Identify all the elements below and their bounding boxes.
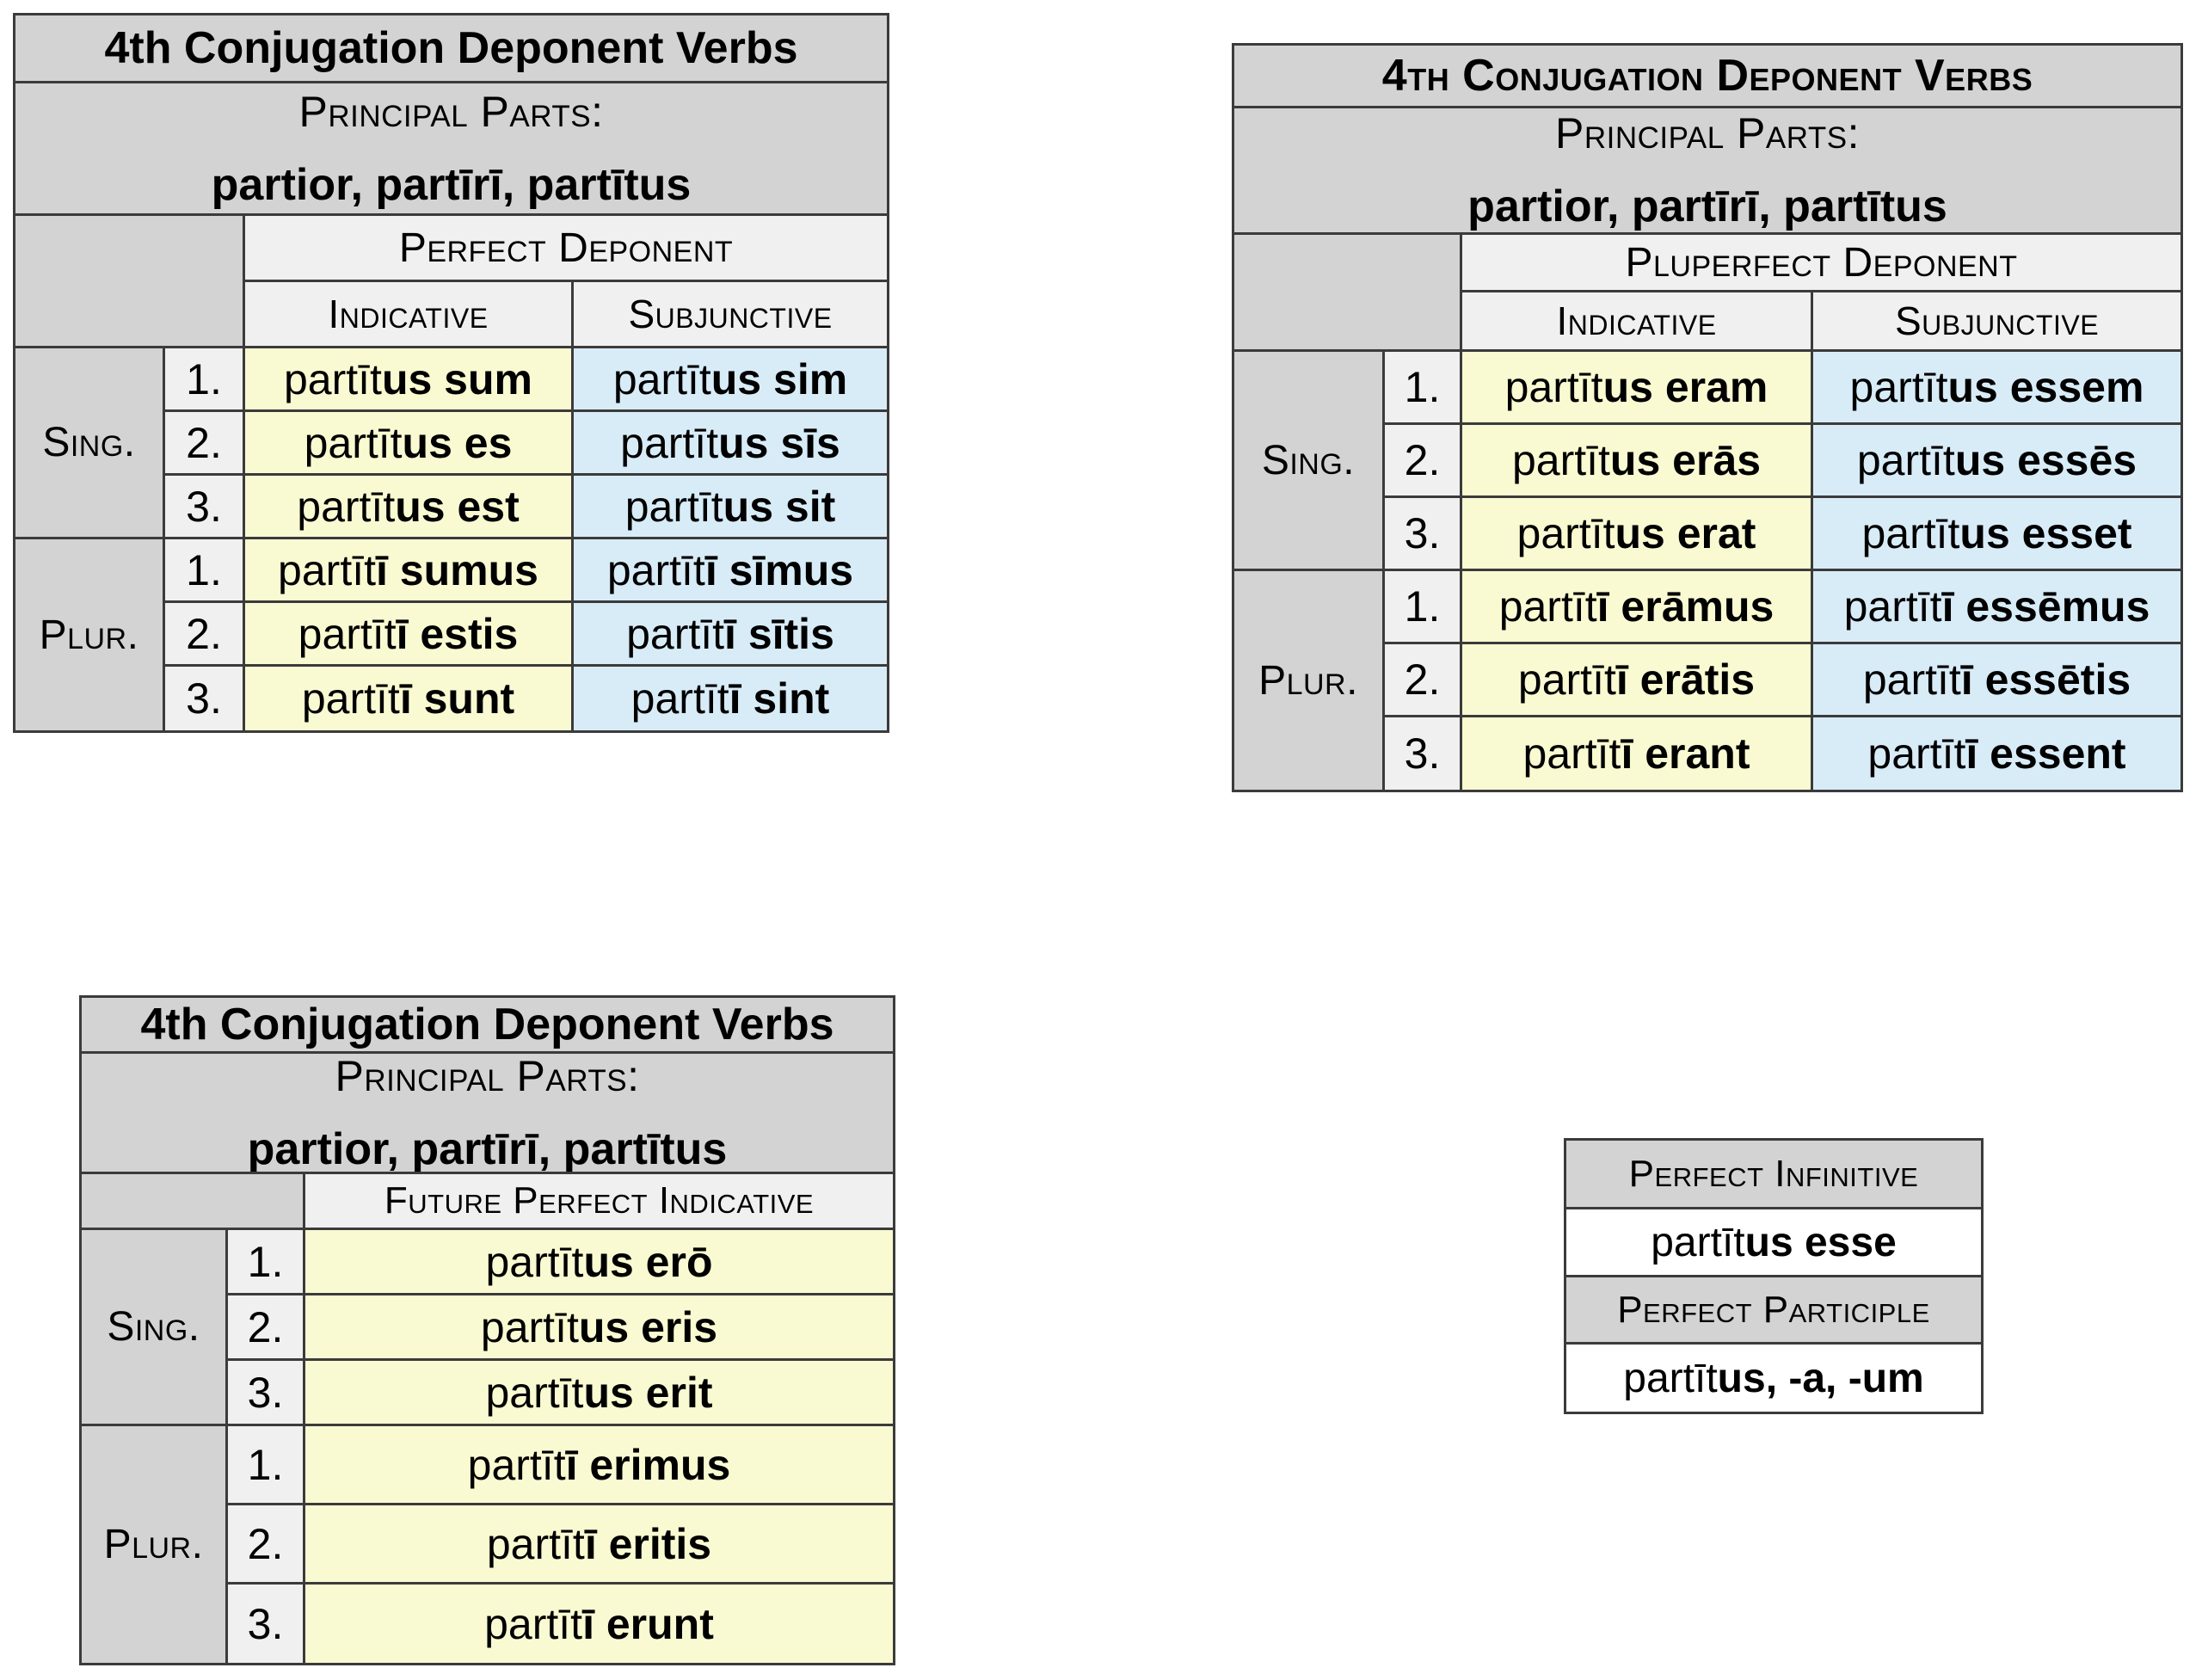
corner-spacer-cell (15, 216, 245, 348)
principal-parts-cell: Principal Parts: partior, partīrī, partī… (1234, 108, 2180, 235)
row-label-singular: Sing. (15, 348, 165, 539)
perfect-participle-header: Perfect Participle (1566, 1277, 1981, 1345)
table-pluperfect-deponent: 4th Conjugation Deponent Verbs Principal… (1232, 43, 2183, 792)
person-number: 1. (228, 1426, 305, 1505)
person-number: 3. (165, 667, 245, 730)
principal-parts-cell: Principal Parts: partior, partīrī, partī… (15, 83, 887, 216)
column-header-subjunctive: Subjunctive (1813, 292, 2180, 352)
tense-header: Future Perfect Indicative (305, 1174, 893, 1230)
tense-header: Pluperfect Deponent (1462, 235, 2180, 292)
table-future-perfect: 4th Conjugation Deponent Verbs Principal… (79, 995, 895, 1665)
row-label-plural: Plur. (1234, 571, 1385, 790)
person-number: 1. (165, 539, 245, 603)
person-number: 1. (1385, 352, 1462, 425)
person-number: 1. (228, 1230, 305, 1295)
principal-parts-label: Principal Parts: (1554, 109, 1861, 157)
column-header-indicative: Indicative (1462, 292, 1813, 352)
person-number: 2. (228, 1505, 305, 1585)
corner-spacer-cell (82, 1174, 305, 1230)
person-number: 3. (1385, 498, 1462, 571)
table-perfect-deponent: 4th Conjugation Deponent Verbs Principal… (13, 13, 889, 733)
person-number: 2. (1385, 425, 1462, 498)
person-number: 3. (165, 476, 245, 539)
table-title: 4th Conjugation Deponent Verbs (82, 998, 893, 1054)
person-number: 3. (228, 1361, 305, 1426)
principal-parts-cell: Principal Parts: partior, partīrī, partī… (82, 1054, 893, 1174)
person-number: 1. (165, 348, 245, 412)
perfect-infinitive-header: Perfect Infinitive (1566, 1141, 1981, 1209)
row-label-singular: Sing. (82, 1230, 228, 1426)
person-number: 1. (1385, 571, 1462, 644)
principal-parts-label: Principal Parts: (335, 1054, 640, 1100)
person-number: 2. (165, 412, 245, 476)
principal-parts-value: partior, partīrī, partītus (211, 159, 692, 210)
person-number: 3. (228, 1585, 305, 1663)
table-title: 4th Conjugation Deponent Verbs (15, 15, 887, 83)
principal-parts-value: partior, partīrī, partītus (1467, 182, 1947, 231)
row-label-plural: Plur. (15, 539, 165, 730)
person-number: 2. (165, 603, 245, 667)
tense-header: Perfect Deponent (245, 216, 887, 282)
person-number: 2. (1385, 644, 1462, 717)
person-number: 3. (1385, 717, 1462, 790)
table-title: 4th Conjugation Deponent Verbs (1234, 46, 2180, 108)
row-label-plural: Plur. (82, 1426, 228, 1663)
principal-parts-label: Principal Parts: (298, 87, 604, 136)
person-number: 2. (228, 1295, 305, 1361)
column-header-indicative: Indicative (245, 282, 574, 348)
corner-spacer-cell (1234, 235, 1462, 352)
principal-parts-value: partior, partīrī, partītus (247, 1123, 728, 1174)
row-label-singular: Sing. (1234, 352, 1385, 571)
column-header-subjunctive: Subjunctive (574, 282, 887, 348)
